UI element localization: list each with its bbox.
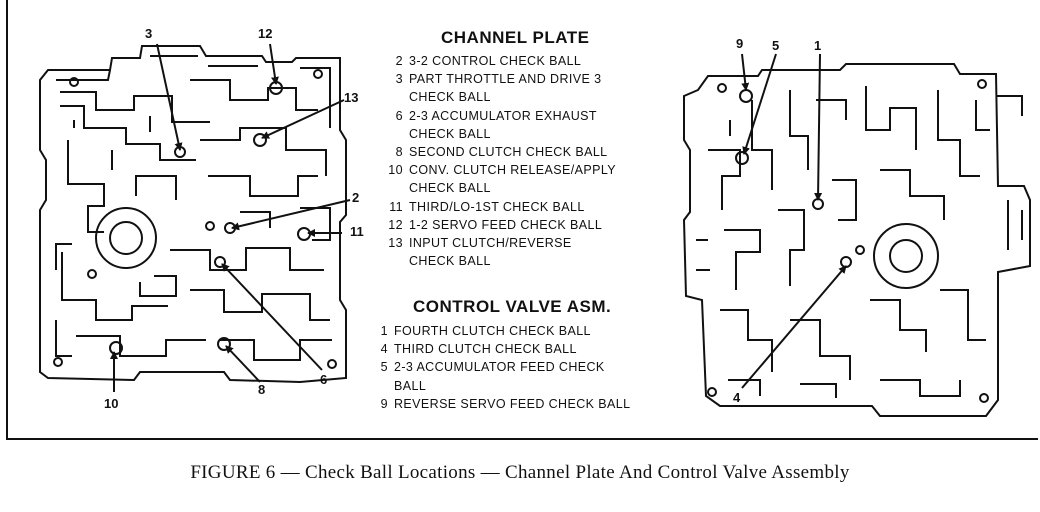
legend-item-number: 4 — [380, 342, 388, 357]
legend-item-text: FOURTH CLUTCH CHECK BALL — [394, 324, 591, 338]
legend-item-number: 3 — [395, 72, 403, 87]
legend-item: 12 1-2 SERVO FEED CHECK BALL — [377, 216, 616, 234]
callout-11: 11 — [350, 224, 364, 239]
callout-1: 1 — [814, 38, 822, 53]
legend-item-text: CONV. CLUTCH RELEASE/APPLY — [409, 163, 616, 178]
legend-item-number: 5 — [380, 360, 388, 375]
legend-item-text: THIRD/LO-1ST CHECK BALL — [409, 199, 585, 214]
callout-13: 13 — [344, 90, 359, 105]
legend-item-number — [362, 377, 394, 395]
legend-item-text: BALL — [394, 378, 427, 393]
leader-lines — [110, 43, 847, 392]
legend-item: 5 2-3 ACCUMULATOR FEED CHECK — [362, 358, 630, 376]
legend-item-number — [377, 125, 409, 143]
legend-item: 11 THIRD/LO-1ST CHECK BALL — [377, 198, 616, 216]
legend-item-text: CHECK BALL — [409, 90, 491, 105]
legend-item-text: PART THROTTLE AND DRIVE 3 — [409, 72, 602, 87]
legend-item-text: 1-2 SERVO FEED CHECK BALL — [409, 217, 603, 232]
legend-item-number: 1 — [380, 324, 388, 338]
legend-item-text: 2-3 ACCUMULATOR EXHAUST — [409, 108, 597, 123]
legend-item-number: 12 — [388, 217, 403, 232]
control-valve-legend: 1 FOURTH CLUTCH CHECK BALL 4 THIRD CLUTCH C… — [362, 322, 630, 413]
callout-12: 12 — [258, 26, 273, 41]
channel-plate-drawing — [39, 45, 347, 384]
diagram-drawing — [39, 43, 1031, 417]
channel-plate-title: CHANNEL PLATE — [441, 28, 590, 47]
legend-item: 8 SECOND CLUTCH CHECK BALL — [377, 143, 616, 161]
legend-item: CHECK BALL — [377, 252, 616, 270]
legend-item-number: 13 — [388, 236, 403, 251]
legend-item-text: CHECK BALL — [409, 126, 491, 141]
legend-item-text: REVERSE SERVO FEED CHECK BALL — [394, 396, 631, 411]
callout-6: 6 — [320, 372, 328, 387]
callout-2: 2 — [352, 190, 360, 205]
legend-item-number: 10 — [388, 163, 403, 178]
legend-item-text: INPUT CLUTCH/REVERSE — [409, 236, 572, 251]
control-valve-drawing — [682, 63, 1031, 417]
legend-item: CHECK BALL — [377, 88, 616, 106]
figure-frame — [6, 0, 1038, 440]
legend-item-number — [377, 88, 409, 106]
callout-4: 4 — [733, 390, 741, 405]
legend-item-number: 9 — [380, 396, 388, 411]
legend-item-text: CHECK BALL — [409, 181, 491, 196]
figure-caption: FIGURE 6 — Check Ball Locations — Channe… — [190, 462, 850, 483]
legend-item-number — [377, 252, 409, 270]
callout-10: 10 — [104, 396, 119, 411]
legend-item: CHECK BALL — [377, 125, 616, 143]
legend-item-text: CHECK BALL — [409, 254, 491, 269]
callout-8: 8 — [258, 382, 266, 397]
legend-item: 1 FOURTH CLUTCH CHECK BALL — [362, 322, 630, 340]
legend-item-number: 2 — [395, 54, 403, 68]
legend-item-number: 6 — [395, 108, 403, 123]
control-valve-title: CONTROL VALVE ASM. — [413, 297, 612, 316]
legend-item-text: 3-2 CONTROL CHECK BALL — [409, 54, 582, 68]
legend-item-text: 2-3 ACCUMULATOR FEED CHECK — [394, 360, 605, 375]
legend-item: CHECK BALL — [377, 179, 616, 197]
legend-item: 2 3-2 CONTROL CHECK BALL — [377, 52, 616, 70]
legend-item: 6 2-3 ACCUMULATOR EXHAUST — [377, 107, 616, 125]
legend-item: 3 PART THROTTLE AND DRIVE 3 — [377, 70, 616, 88]
channel-plate-legend: 2 3-2 CONTROL CHECK BALL 3 PART THROTTLE AN… — [377, 52, 616, 270]
legend-item: BALL — [362, 377, 630, 395]
legend-item-number — [377, 179, 409, 197]
callout-9: 9 — [736, 36, 744, 51]
legend-item: 10 CONV. CLUTCH RELEASE/APPLY — [377, 161, 616, 179]
legend-item-number: 11 — [389, 199, 403, 214]
legend-item-number: 8 — [395, 145, 403, 160]
legend-item: 4 THIRD CLUTCH CHECK BALL — [362, 340, 630, 358]
callout-5: 5 — [772, 38, 780, 53]
legend-item-text: THIRD CLUTCH CHECK BALL — [394, 342, 577, 357]
legend-item: 13 INPUT CLUTCH/REVERSE — [377, 234, 616, 252]
callout-3: 3 — [145, 26, 153, 41]
legend-item-text: SECOND CLUTCH CHECK BALL — [409, 145, 608, 160]
legend-item: 9 REVERSE SERVO FEED CHECK BALL — [362, 395, 630, 413]
